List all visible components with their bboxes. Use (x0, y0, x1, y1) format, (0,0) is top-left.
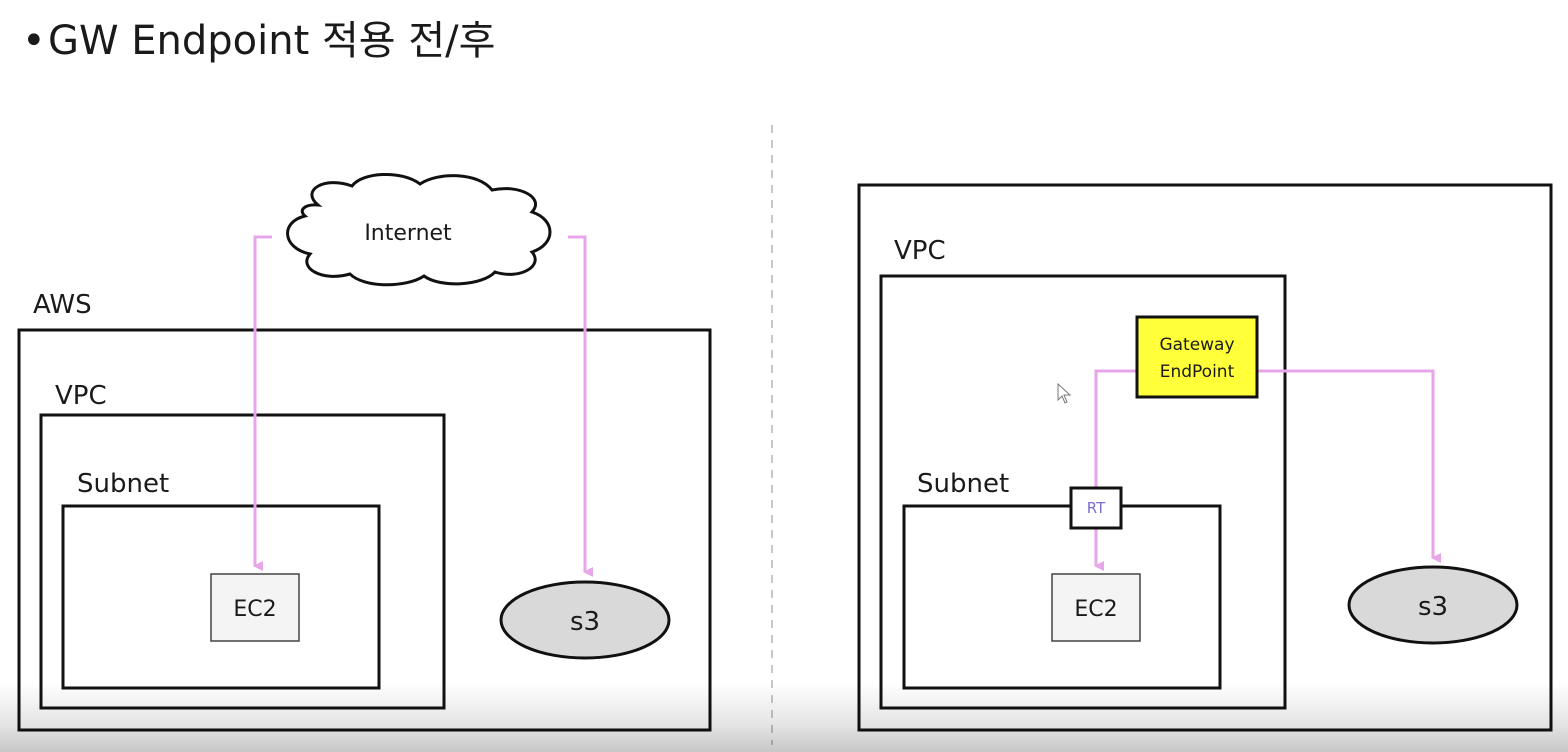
route-table-label: RT (1087, 499, 1106, 517)
s3-node-after (1347, 565, 1519, 645)
gateway-label-line1: Gateway (1159, 335, 1234, 355)
ec2-node-after (1051, 573, 1141, 642)
s3-label-before: s3 (570, 607, 600, 637)
gateway-label-line2: EndPoint (1160, 362, 1235, 382)
title-bullet: • (22, 18, 46, 64)
subnet-box-before (61, 504, 381, 690)
s3-label-after: s3 (1418, 592, 1448, 622)
internet-cloud: Internet (286, 172, 552, 287)
mouse-cursor-icon (1057, 382, 1072, 404)
ec2-label-before: EC2 (233, 597, 276, 622)
s3-node-before (499, 580, 671, 660)
aws-label: AWS (33, 290, 92, 320)
before-diagram: Internet AWS VPC Subnet EC2 s3 (17, 172, 712, 732)
gateway-endpoint-node (1135, 315, 1259, 399)
aws-box (17, 328, 712, 732)
subnet-box-after (902, 504, 1222, 690)
aws-box-after (857, 183, 1553, 732)
subnet-label-after: Subnet (917, 469, 1009, 499)
route-table-node (1069, 486, 1123, 530)
ec2-label-after: EC2 (1074, 597, 1117, 622)
vpc-label-before: VPC (55, 381, 107, 411)
page-title: GW Endpoint 적용 전/후 (48, 18, 495, 64)
flow-internet-to-ec2 (253, 235, 272, 571)
flow-gateway-to-s3 (1258, 369, 1441, 563)
vpc-box-after (879, 274, 1287, 710)
ec2-node-before (210, 573, 300, 642)
vpc-box-before (39, 413, 446, 710)
subnet-label-before: Subnet (77, 469, 169, 499)
vpc-label-after: VPC (894, 236, 946, 266)
flow-gateway-to-rt (1094, 369, 1136, 488)
flow-internet-to-s3 (568, 235, 593, 577)
after-diagram: VPC Subnet Gateway EndPoint RT EC2 s3 (857, 183, 1553, 732)
internet-label: Internet (364, 221, 452, 246)
